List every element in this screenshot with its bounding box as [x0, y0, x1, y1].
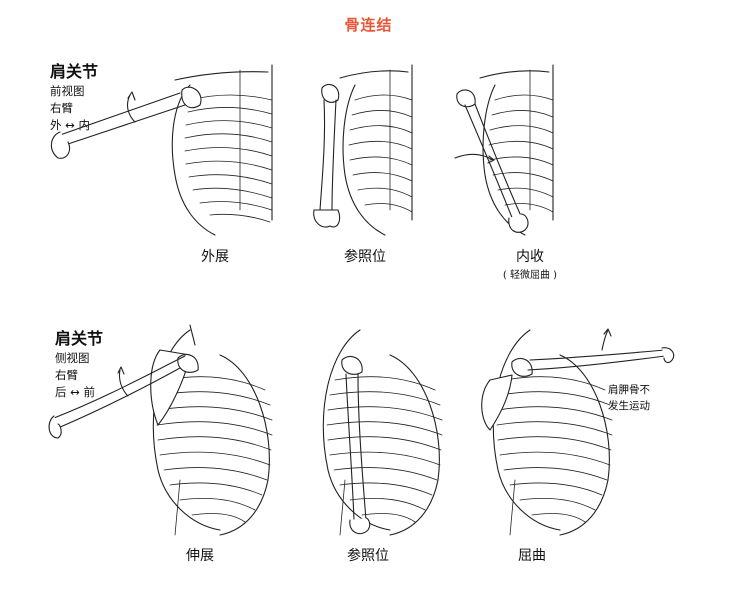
ribcage-front-adduction: [479, 64, 554, 236]
note-arm: 右臂: [55, 368, 78, 382]
humerus-reference: [313, 83, 341, 228]
caption-extension: 伸展: [186, 548, 214, 564]
subcaption-adduction: ( 轻微屈曲 ): [502, 270, 558, 281]
side-reference-figure: [322, 329, 443, 536]
caption-adduction: 内收: [516, 249, 544, 265]
caption-abduction: 外展: [201, 249, 229, 265]
scapula-flexion: [481, 374, 513, 431]
humerus-flexed: [511, 347, 675, 377]
humerus-adducted: [456, 89, 529, 233]
side-section-notes: 侧视图 右臂 后 ↔ 前: [55, 350, 95, 401]
motion-arrowhead: [487, 155, 495, 164]
side-extension-figure: [48, 324, 273, 536]
humerus-extended: [48, 353, 199, 439]
motion-arrow: [126, 94, 136, 123]
ribcage-front-abduction: [171, 64, 273, 236]
note-view: 侧视图: [55, 351, 90, 365]
flexion-note-line1: 肩胛骨不: [608, 384, 650, 396]
ribcage-side-reference: [322, 329, 443, 536]
flexion-note-line2: 发生运动: [608, 400, 650, 412]
side-section-heading: 肩关节: [55, 329, 104, 348]
front-reference-figure: [313, 64, 413, 236]
humerus-abducted: [50, 86, 202, 159]
caption-flexion: 屈曲: [518, 548, 546, 564]
front-abduction-figure: [50, 64, 273, 236]
motion-arrow: [454, 153, 494, 161]
ribcage-side-flexion: [492, 329, 613, 536]
motion-arrowhead: [127, 91, 136, 101]
note-direction: 后 ↔ 前: [55, 385, 95, 399]
note-arm: 右臂: [50, 101, 73, 115]
note-view: 前视图: [50, 84, 85, 98]
motion-arrowhead: [117, 366, 125, 375]
front-section-heading: 肩关节: [50, 62, 99, 81]
front-adduction-figure: [454, 64, 554, 236]
flexion-note: 肩胛骨不 发生运动: [608, 382, 650, 414]
motion-arrowhead: [603, 328, 612, 337]
caption-front-reference: 参照位: [344, 249, 386, 265]
side-flexion-figure: [481, 328, 675, 536]
page-title: 骨连结: [344, 16, 393, 34]
ribcage-front-reference: [339, 64, 413, 236]
humerus-side-reference: [341, 355, 371, 535]
caption-side-reference: 参照位: [347, 548, 389, 564]
motion-arrow: [601, 329, 609, 351]
motion-arrow: [118, 369, 129, 397]
